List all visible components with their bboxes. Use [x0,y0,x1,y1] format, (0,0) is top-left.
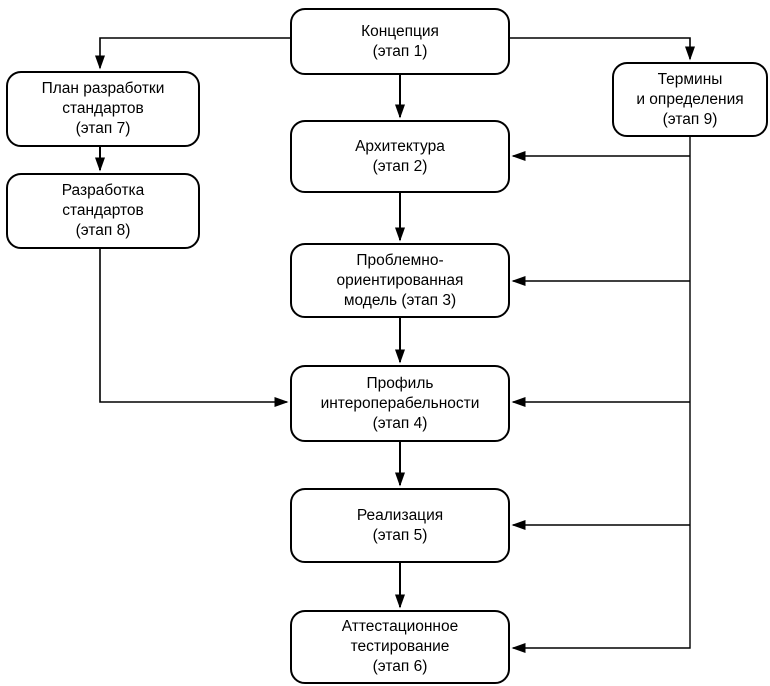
node-standards-plan-stage7-label: План разработки стандартов (этап 7) [41,80,165,137]
edge-stage1-stage9 [510,37,695,61]
node-standards-development-stage8-label: Разработка стандартов (этап 8) [61,182,145,239]
node-interoperability-profile-stage4: Профиль интероперабельности (этап 4) [290,365,510,442]
node-implementation-stage5-label: Реализация (этап 5) [356,506,444,544]
edge-stage9-stage6 [511,137,691,653]
node-implementation-stage5: Реализация (этап 5) [290,488,510,563]
node-attestation-testing-stage6-label: Аттестационное тестирование (этап 6) [341,618,459,675]
node-terms-definitions-stage9-label: Термины и определения (этап 9) [636,70,744,128]
node-terms-definitions-stage9: Термины и определения (этап 9) [612,62,768,137]
node-interoperability-profile-stage4-label: Профиль интероперабельности (этап 4) [320,374,480,432]
edge-stage1-stage7 [95,37,290,70]
edge-stage8-stage4 [99,249,289,407]
node-problem-oriented-model-stage3: Проблемно- ориентированная модель (этап … [290,243,510,318]
node-architecture-stage2-label: Архитектура (этап 2) [355,137,445,175]
node-attestation-testing-stage6: Аттестационное тестирование (этап 6) [290,610,510,684]
node-standards-development-stage8: Разработка стандартов (этап 8) [6,173,200,249]
node-architecture-stage2: Архитектура (этап 2) [290,120,510,193]
node-problem-oriented-model-stage3-label: Проблемно- ориентированная модель (этап … [336,251,464,309]
node-concept-stage1: Концепция (этап 1) [290,8,510,75]
node-concept-stage1-label: Концепция (этап 1) [361,22,439,60]
node-standards-plan-stage7: План разработки стандартов (этап 7) [6,71,200,147]
